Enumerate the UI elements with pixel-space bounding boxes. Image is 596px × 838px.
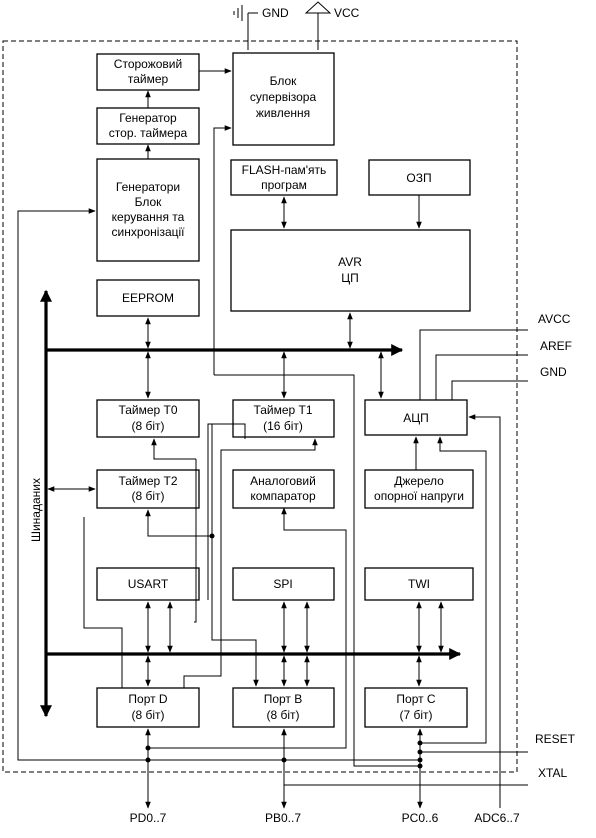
supervisor-line-3: живлення bbox=[256, 106, 310, 120]
data-bus-label: Шинаданих bbox=[29, 478, 43, 542]
eeprom-block: EEPROM bbox=[96, 279, 200, 317]
gen-ctrl-line-3: керування та bbox=[112, 210, 185, 224]
gnd-symbol bbox=[233, 5, 258, 50]
watchdog-block: Сторожовий таймер bbox=[96, 53, 200, 91]
portb-block: Порт B (8 біт) bbox=[232, 687, 335, 728]
portd-block: Порт D (8 біт) bbox=[96, 687, 200, 728]
timer0-line-1: Таймер T0 bbox=[118, 403, 177, 417]
gen-ctrl-line-4: синхронізації bbox=[111, 225, 185, 239]
timer1-line-2: (16 біт) bbox=[263, 419, 303, 433]
junction-dots bbox=[145, 533, 423, 769]
comparator-block: Аналоговий компаратор bbox=[232, 469, 335, 509]
aref-pin-label: AREF bbox=[540, 339, 572, 353]
portc-block: Порт C (7 біт) bbox=[364, 687, 468, 728]
timer1-line-1: Таймер T1 bbox=[253, 403, 312, 417]
supervisor-line-1: Блок bbox=[270, 74, 298, 88]
vcc-label: VCC bbox=[334, 6, 360, 20]
adc-block: АЦП bbox=[364, 399, 468, 436]
ram-block: ОЗП bbox=[368, 159, 471, 196]
adc-label: АЦП bbox=[403, 411, 429, 425]
eeprom-label: EEPROM bbox=[122, 291, 174, 305]
usart-label: USART bbox=[128, 577, 169, 591]
timer2-line-1: Таймер T2 bbox=[118, 474, 177, 488]
pb-pin-label: PB0..7 bbox=[265, 811, 301, 825]
gnd-label: GND bbox=[262, 6, 289, 20]
gen-ctrl-line-1: Генератори bbox=[116, 180, 180, 194]
twi-label: TWI bbox=[408, 577, 430, 591]
gen-ctrl-line-2: Блок bbox=[135, 195, 163, 209]
vcc-symbol bbox=[304, 1, 332, 50]
adc-pin-label: ADC6..7 bbox=[474, 811, 520, 825]
portc-line-1: Порт C bbox=[396, 692, 436, 706]
usart-block: USART bbox=[96, 567, 200, 601]
portc-line-2: (7 біт) bbox=[399, 708, 432, 722]
flash-block: FLASH-пам'ять програм bbox=[230, 159, 338, 196]
twi-block: TWI bbox=[364, 567, 474, 601]
watchdog-line-2: таймер bbox=[128, 72, 169, 86]
timer0-line-2: (8 біт) bbox=[131, 419, 164, 433]
flash-line-1: FLASH-пам'ять bbox=[242, 163, 327, 177]
ram-label: ОЗП bbox=[406, 171, 431, 185]
generator-control-block: Генератори Блок керування та синхронізац… bbox=[96, 158, 200, 262]
timer0-block: Таймер T0 (8 біт) bbox=[96, 399, 200, 438]
gnd-pin-label: GND bbox=[540, 365, 567, 379]
pd-pin-label: PD0..7 bbox=[130, 811, 167, 825]
comparator-line-1: Аналоговий bbox=[250, 474, 316, 488]
spi-label: SPI bbox=[273, 577, 292, 591]
supervisor-line-2: супервізора bbox=[250, 90, 317, 104]
reset-pin-label: RESET bbox=[535, 732, 576, 746]
xtal-pin-label: XTAL bbox=[538, 766, 567, 780]
watchdog-line-1: Сторожовий bbox=[114, 57, 182, 71]
watchdog-gen-line-2: стор. таймера bbox=[109, 126, 188, 140]
comparator-line-2: компаратор bbox=[250, 489, 316, 503]
timer2-block: Таймер T2 (8 біт) bbox=[96, 469, 200, 509]
chip-boundary bbox=[2, 40, 518, 773]
flash-line-2: програм bbox=[261, 178, 307, 192]
watchdog-gen-line-1: Генератор bbox=[119, 111, 177, 125]
portd-line-1: Порт D bbox=[128, 692, 168, 706]
cpu-block: AVR ЦП bbox=[230, 229, 471, 312]
portd-line-2: (8 біт) bbox=[131, 708, 164, 722]
pc-pin-label: PC0..6 bbox=[402, 811, 439, 825]
timer1-block: Таймер T1 (16 біт) bbox=[232, 399, 335, 438]
vref-block: Джерело опорної напруги bbox=[364, 469, 474, 509]
vref-line-2: опорної напруги bbox=[374, 489, 464, 503]
portb-line-1: Порт B bbox=[264, 692, 303, 706]
cpu-line-2: ЦП bbox=[341, 271, 359, 285]
portb-line-2: (8 біт) bbox=[266, 708, 299, 722]
vref-line-1: Джерело bbox=[394, 474, 444, 488]
timer2-line-2: (8 біт) bbox=[131, 489, 164, 503]
watchdog-generator-block: Генератор стор. таймера bbox=[96, 107, 200, 145]
spi-block: SPI bbox=[232, 567, 335, 601]
cpu-line-1: AVR bbox=[338, 255, 362, 269]
supervisor-block: Блок супервізора живлення bbox=[232, 52, 335, 146]
avcc-pin-label: AVCC bbox=[538, 312, 571, 326]
